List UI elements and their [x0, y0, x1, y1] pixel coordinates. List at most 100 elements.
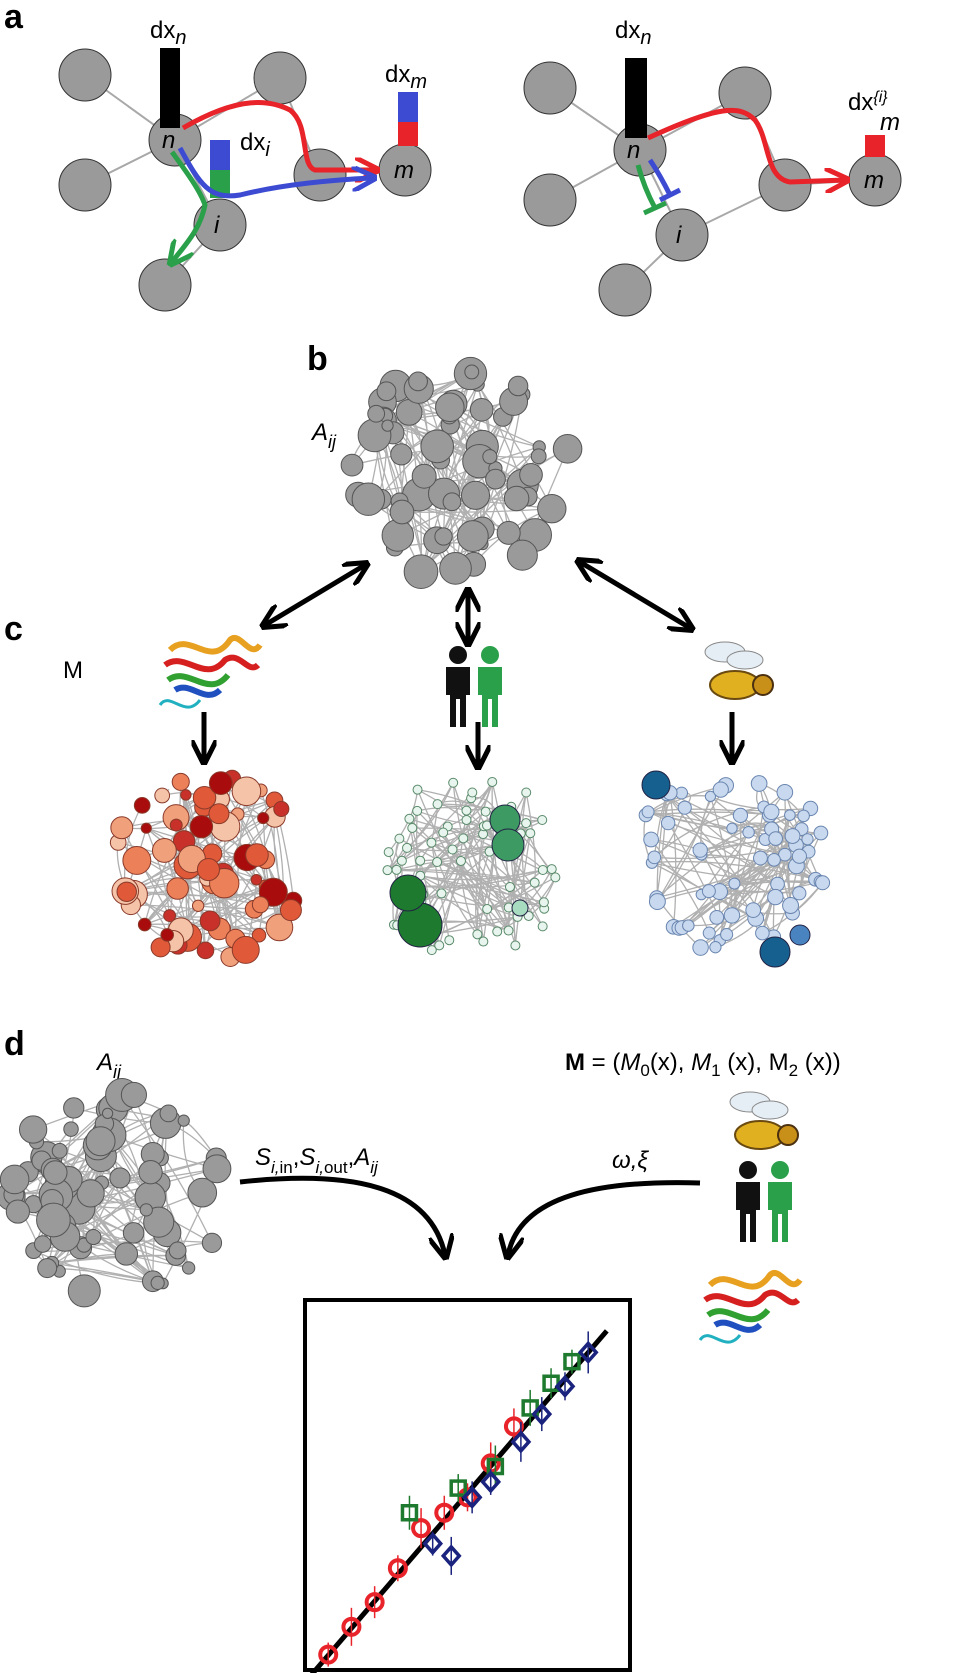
- network-node: [507, 375, 529, 397]
- network-edge: [650, 839, 710, 934]
- network-node: [648, 893, 666, 911]
- network-node: [521, 818, 532, 829]
- data-point-diamond: [554, 1374, 576, 1398]
- network-edge: [13, 1112, 169, 1196]
- network-node: [767, 888, 784, 906]
- network-edge: [462, 837, 545, 910]
- network-node: [412, 784, 423, 795]
- network-node: [196, 941, 215, 960]
- network-node: [166, 877, 189, 900]
- network-edge: [406, 782, 454, 849]
- network-edge: [443, 446, 540, 537]
- network-edge: [122, 1097, 213, 1244]
- panel-a-left-graph: dxn dxm dxi n i m: [58, 17, 432, 312]
- network-node: [159, 1104, 178, 1123]
- network-node: [120, 1081, 147, 1108]
- network-node: [187, 1177, 218, 1208]
- network-node: [480, 806, 491, 817]
- network-node: [682, 919, 695, 932]
- network-edge: [438, 810, 468, 946]
- network-node: [813, 825, 829, 841]
- network-node: [492, 926, 503, 937]
- network-node: [745, 902, 762, 918]
- blue-path-arrow: [177, 146, 372, 199]
- network-node: [742, 825, 755, 839]
- network-node-highlight: [491, 828, 525, 862]
- network-protein-model: [109, 769, 303, 967]
- network-node: [150, 1275, 165, 1291]
- network-node: [394, 833, 405, 844]
- network-node: [537, 865, 548, 876]
- data-point-square: [563, 1352, 581, 1371]
- network-node: [85, 1126, 116, 1157]
- model-label-m: M: [63, 657, 83, 684]
- network-node: [432, 799, 443, 810]
- network-node: [660, 815, 676, 831]
- network-node: [797, 809, 810, 823]
- network-node: [279, 899, 302, 922]
- data-point-circle: [457, 1487, 478, 1508]
- data-point-diamond: [577, 1340, 599, 1365]
- network-node: [189, 815, 214, 839]
- network-node: [444, 935, 455, 946]
- dxm-bar-red: [398, 122, 418, 146]
- network-node: [63, 1121, 79, 1137]
- dxm-bar-red: [865, 135, 885, 157]
- network-node: [482, 449, 498, 465]
- network-node: [546, 864, 557, 875]
- network-node: [0, 1164, 30, 1195]
- network-node: [455, 855, 466, 866]
- network-node: [114, 1242, 139, 1266]
- network-node: [550, 872, 561, 883]
- network-node: [208, 771, 233, 796]
- network-node: [51, 1142, 68, 1159]
- node-m-label: m: [394, 157, 414, 184]
- network-node: [196, 858, 220, 882]
- network-node: [273, 800, 290, 818]
- network-edge: [46, 1192, 203, 1269]
- panel-label-c: c: [4, 610, 23, 648]
- network-node: [792, 886, 807, 901]
- network-node: [250, 873, 263, 886]
- network-node: [537, 814, 548, 825]
- protein-icon: [158, 634, 263, 709]
- network-edge: [83, 1244, 189, 1269]
- data-point-diamond: [422, 1531, 444, 1556]
- network-node: [257, 811, 270, 825]
- network-node: [692, 939, 709, 956]
- network-node: [140, 822, 152, 834]
- network-edge: [83, 1240, 213, 1246]
- network-node: [168, 1241, 187, 1260]
- data-point-circle: [503, 1416, 524, 1437]
- network-node: [150, 937, 171, 958]
- network-node: [530, 448, 547, 465]
- node: [293, 148, 347, 202]
- network-node: [647, 850, 662, 865]
- network-node: [458, 833, 469, 844]
- network-node: [436, 888, 447, 899]
- network-edge: [121, 827, 171, 916]
- right-formula: ω,ξ: [612, 1147, 649, 1174]
- network-node: [412, 805, 423, 816]
- network-node: [768, 831, 783, 846]
- network-node: [180, 789, 192, 801]
- data-point-circle: [318, 1644, 339, 1665]
- network-edge: [430, 842, 478, 935]
- model-formula: M = (M0(x), M1 (x), M2 (x)): [565, 1049, 841, 1080]
- node-n-label: n: [627, 137, 640, 164]
- network-node-highlight: [789, 924, 811, 946]
- network-node: [726, 822, 738, 834]
- network-node: [435, 392, 465, 423]
- node: [523, 173, 577, 227]
- network-node: [521, 787, 532, 798]
- network-node-highlight: [389, 874, 427, 912]
- panel-label-a: a: [4, 0, 24, 36]
- network-node: [784, 828, 801, 844]
- node-i-label: i: [214, 212, 220, 239]
- label-dxm: dx{i}: [848, 89, 888, 116]
- label-dxm: dxm: [385, 61, 427, 93]
- network-node: [456, 520, 489, 552]
- network-node: [37, 1258, 58, 1279]
- network-node: [750, 775, 768, 792]
- network-node: [199, 910, 221, 932]
